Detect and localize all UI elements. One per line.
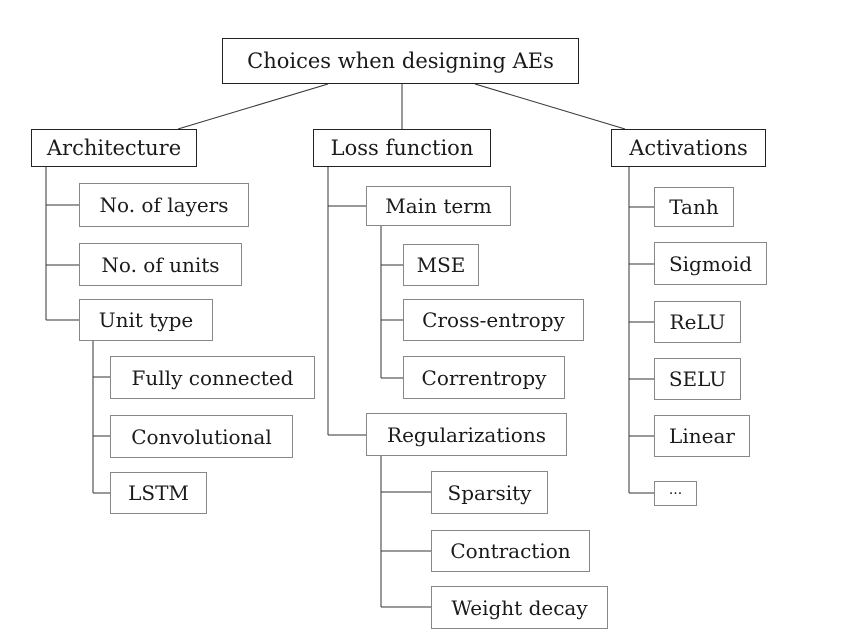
tanh-node: Tanh <box>654 187 734 227</box>
regularizations-node: Regularizations <box>366 413 567 456</box>
edge-root-activations <box>474 83 626 130</box>
architecture-node: Architecture <box>31 129 197 167</box>
loss-function-node: Loss function <box>313 129 491 167</box>
more-activations-node: ··· <box>654 481 697 506</box>
main-term-node: Main term <box>366 186 511 226</box>
root-node: Choices when designing AEs <box>222 38 579 84</box>
contraction-node: Contraction <box>431 530 590 572</box>
selu-node: SELU <box>654 358 741 400</box>
sparsity-node: Sparsity <box>431 471 548 514</box>
convolutional-node: Convolutional <box>110 415 293 458</box>
lstm-node: LSTM <box>110 472 207 514</box>
no-of-layers-node: No. of layers <box>79 183 249 227</box>
edge-root-architecture <box>177 83 329 130</box>
cross-entropy-node: Cross-entropy <box>403 299 584 341</box>
relu-node: ReLU <box>654 301 741 343</box>
linear-node: Linear <box>654 415 750 457</box>
activations-node: Activations <box>611 129 766 167</box>
weight-decay-node: Weight decay <box>431 586 608 629</box>
no-of-units-node: No. of units <box>79 243 242 286</box>
correntropy-node: Correntropy <box>403 356 565 399</box>
mse-node: MSE <box>403 244 479 286</box>
unit-type-node: Unit type <box>79 299 213 341</box>
fully-connected-node: Fully connected <box>110 356 315 399</box>
sigmoid-node: Sigmoid <box>654 242 767 285</box>
